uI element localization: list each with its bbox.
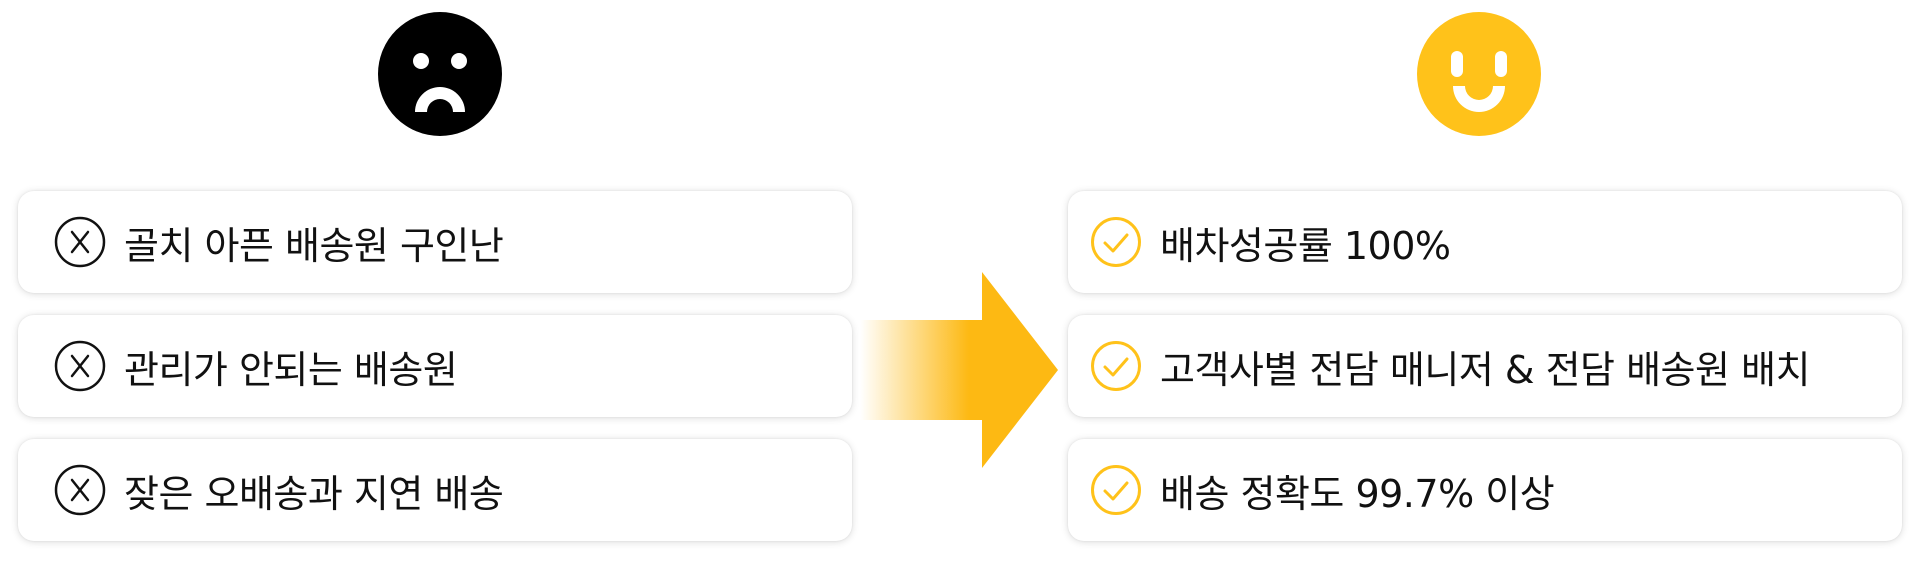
x-circle-icon [54, 464, 106, 516]
benefit-card-3: 배송 정확도 99.7% 이상 [1068, 439, 1902, 541]
problem-card-2: 관리가 안되는 배송원 [18, 315, 852, 417]
problem-text: 잦은 오배송과 지연 배송 [124, 471, 504, 516]
happy-face-icon [1417, 12, 1541, 136]
benefit-card-2: 고객사별 전담 매니저 & 전담 배송원 배치 [1068, 315, 1902, 417]
benefit-text: 배차성공률 100% [1160, 223, 1451, 268]
check-circle-icon [1090, 464, 1142, 516]
benefit-text: 고객사별 전담 매니저 & 전담 배송원 배치 [1160, 347, 1810, 392]
problem-card-1: 골치 아픈 배송원 구인난 [18, 191, 852, 293]
sad-face-icon [378, 12, 502, 136]
check-circle-icon [1090, 216, 1142, 268]
x-circle-icon [54, 340, 106, 392]
benefit-card-1: 배차성공률 100% [1068, 191, 1902, 293]
problem-text: 관리가 안되는 배송원 [124, 347, 458, 392]
problem-text: 골치 아픈 배송원 구인난 [124, 223, 504, 268]
benefit-text: 배송 정확도 99.7% 이상 [1160, 471, 1555, 516]
problem-card-3: 잦은 오배송과 지연 배송 [18, 439, 852, 541]
x-circle-icon [54, 216, 106, 268]
arrow-right-icon [860, 272, 1060, 468]
check-circle-icon [1090, 340, 1142, 392]
